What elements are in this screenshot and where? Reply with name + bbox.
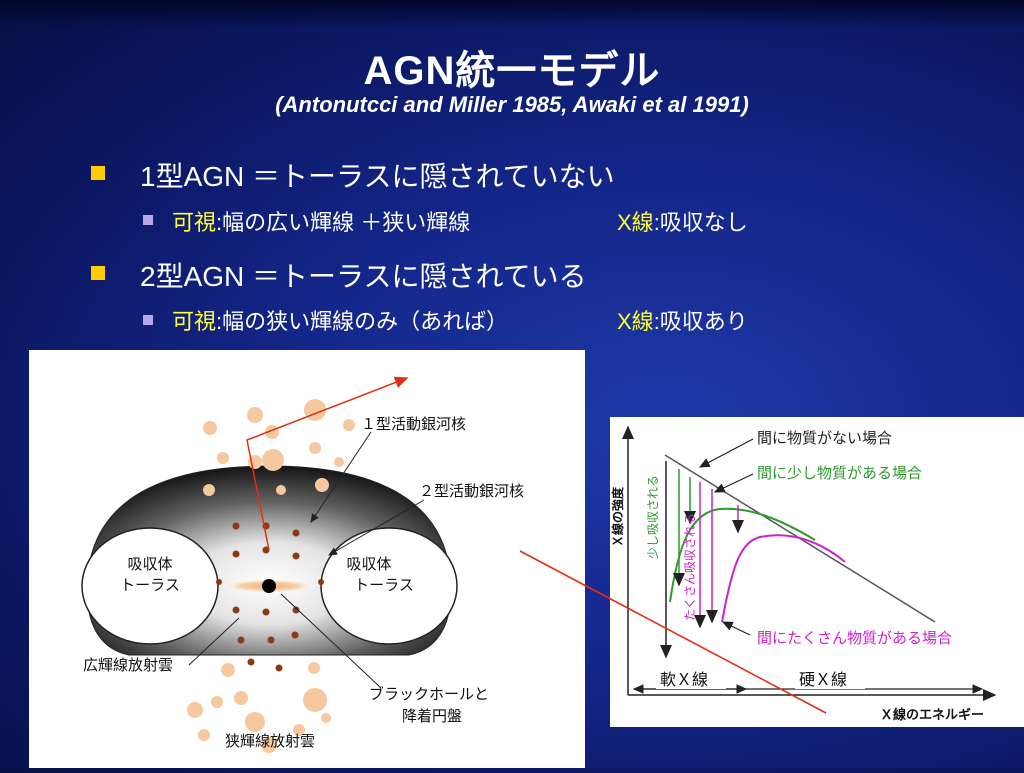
agn-model-diagram: １型活動銀河核 ２型活動銀河核 吸収体 トーラス 吸収体 トーラス 広輝線放射雲…: [81, 376, 524, 753]
nlr-label: 狭輝線放射雲: [225, 732, 315, 750]
x-axis-label: Ｘ線のエネルギー: [880, 707, 984, 723]
little-absorbed-label: 少し吸収される: [646, 475, 660, 559]
torus-left-label-2: トーラス: [120, 576, 180, 594]
hard-xray-label: 硬Ｘ線: [799, 670, 847, 689]
bullet-1-text: 1型AGN ＝トーラスに隠されていない: [140, 161, 615, 192]
label-no-matter: 間に物質がない場合: [757, 429, 892, 447]
slide-subtitle: (Antonutcci and Miller 1985, Awaki et al…: [275, 92, 749, 117]
bullet-square-2: [91, 266, 105, 280]
xray-label: X線: [617, 210, 654, 235]
narrow-line-clouds: [187, 399, 355, 753]
pointer-some: [713, 473, 754, 493]
pointer-lots: [721, 621, 751, 636]
much-absorbed-label: たくさん吸収される: [683, 513, 697, 621]
blr-label: 広輝線放射雲: [83, 656, 173, 674]
sub-bullet-1-xray: X線:吸収なし: [617, 205, 748, 237]
y-axis-label: Ｘ線の強度: [610, 486, 625, 547]
visible-label: 可視: [172, 210, 217, 235]
curve-much-absorption: [721, 534, 846, 623]
sub-bullet-2: 可視:幅の狭い輝線のみ（あれば）: [172, 304, 508, 336]
xray-text: :吸収あり: [653, 309, 748, 334]
torus-right-label-2: トーラス: [354, 576, 414, 594]
bh-pointer: [280, 593, 382, 689]
bullet-2-text: 2型AGN ＝トーラスに隠されている: [140, 261, 587, 292]
sub-bullet-1: 可視:幅の広い輝線 ＋狭い輝線: [172, 205, 470, 237]
visible-label: 可視: [172, 309, 217, 334]
xray-label: X線: [617, 309, 654, 334]
bullet-square-1: [91, 166, 105, 180]
agn-model-panel: １型活動銀河核 ２型活動銀河核 吸収体 トーラス 吸収体 トーラス 広輝線放射雲…: [29, 350, 585, 768]
sub-bullet-square-2: [143, 315, 153, 325]
label-some-matter: 間に少し物質がある場合: [757, 464, 922, 482]
type1-sightline: [246, 376, 409, 551]
type1-label: １型活動銀河核: [361, 415, 466, 433]
type2-label: ２型活動銀河核: [419, 482, 524, 500]
torus-right-label-1: 吸収体: [346, 555, 391, 573]
black-hole: [262, 579, 276, 593]
type1-pointer: [310, 431, 372, 523]
xray-text: :吸収なし: [653, 210, 748, 235]
label-lots-matter: 間にたくさん物質がある場合: [757, 629, 952, 647]
pointer-none: [698, 438, 754, 468]
type2-pointer: [328, 499, 425, 556]
torus-right-cross-section: [320, 527, 458, 645]
sub-bullet-square-1: [143, 215, 153, 225]
torus-left-cross-section: [81, 527, 219, 645]
soft-xray-label: 軟Ｘ線: [660, 670, 708, 689]
xray-spectrum-panel: Ｘ線の強度 Ｘ線のエネルギー 少し吸収される たくさん吸収される 間に物質がない…: [610, 417, 1024, 727]
sub-bullet-2-xray: X線:吸収あり: [617, 304, 748, 336]
blr-pointer: [188, 617, 240, 666]
visible-text: :幅の狭い輝線のみ（あれば）: [216, 309, 509, 334]
top-band: [0, 0, 1024, 28]
visible-text: :幅の広い輝線 ＋狭い輝線: [216, 210, 471, 235]
bh-label-2: 降着円盤: [402, 707, 462, 725]
torus-left-label-1: 吸収体: [127, 555, 172, 573]
xray-spectrum-diagram: Ｘ線の強度 Ｘ線のエネルギー 少し吸収される たくさん吸収される 間に物質がない…: [610, 425, 997, 723]
bh-label-1: ブラックホールと: [369, 685, 489, 703]
slide-title: AGN統一モデル: [363, 49, 661, 93]
